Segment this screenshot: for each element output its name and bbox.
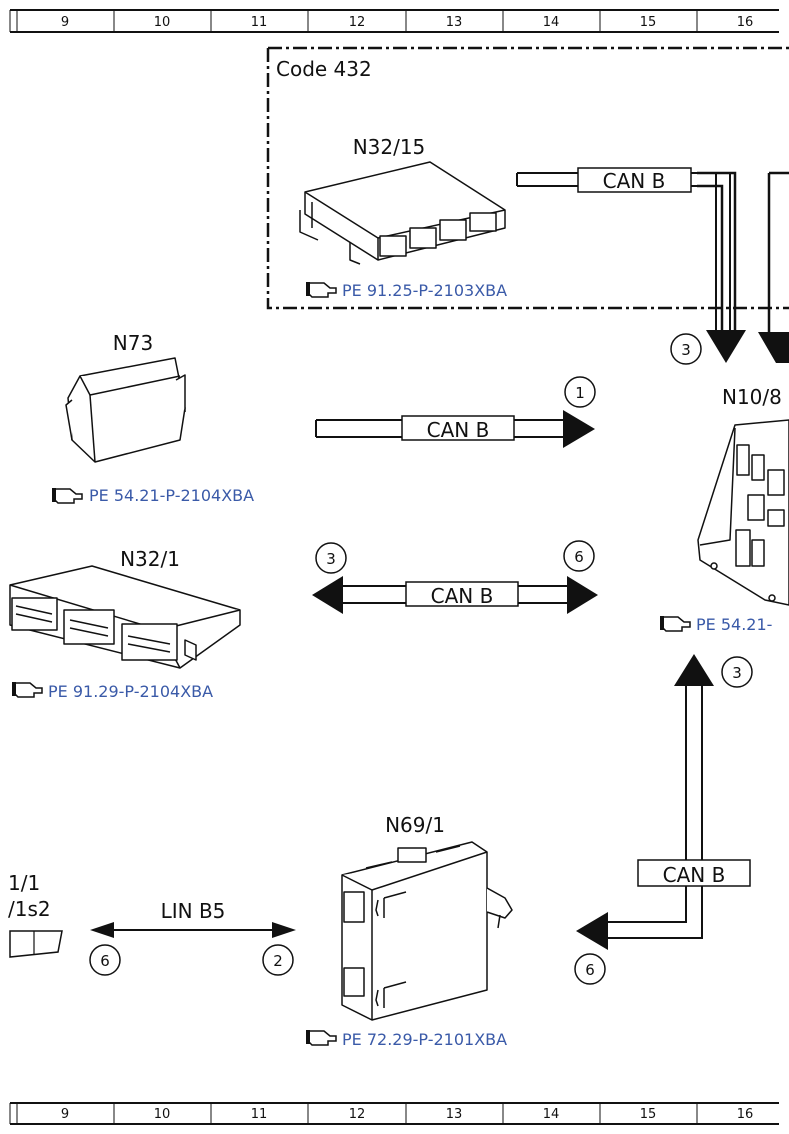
circle-top-right-num: 3 bbox=[681, 341, 691, 359]
ruler-top-15: 15 bbox=[640, 15, 657, 30]
can-top-arrow-down bbox=[706, 330, 746, 363]
n32-15-ref-icon bbox=[306, 282, 337, 298]
can-top-arrow-down-2 bbox=[758, 332, 789, 363]
can-n32-1-bus: CAN B 3 6 bbox=[312, 540, 598, 614]
ruler-top-10: 10 bbox=[154, 15, 171, 30]
code-432-box: Code 432 bbox=[266, 46, 789, 310]
n73-module: N73 PE 54.21-P-2104XBA bbox=[52, 331, 254, 505]
n73-ref[interactable]: PE 54.21-P-2104XBA bbox=[89, 486, 254, 505]
n10-module: N10/8 PE 54.21- bbox=[660, 385, 789, 634]
circle-n32-1-left-num: 3 bbox=[326, 550, 336, 568]
circle-vertical-up-num: 3 bbox=[732, 664, 742, 682]
ruler-bottom-15: 15 bbox=[640, 1107, 657, 1122]
left-partial-icon bbox=[9, 930, 63, 958]
ruler-top-16: 16 bbox=[737, 15, 754, 30]
n73-ref-icon bbox=[52, 488, 83, 504]
lin-arrow-left bbox=[90, 922, 114, 938]
n73-icon bbox=[65, 357, 186, 463]
n32-15-module: N32/15 PE 91.25-P-2103XBA bbox=[299, 135, 507, 300]
left-partial-line1: 1/1 bbox=[8, 871, 40, 895]
circle-vertical-up bbox=[721, 656, 753, 688]
bottom-ruler: 9 10 11 12 13 14 15 16 bbox=[9, 1102, 779, 1125]
can-n32-1-arrow-right bbox=[567, 576, 598, 614]
code-432-label: Code 432 bbox=[276, 57, 372, 81]
ruler-bottom-14: 14 bbox=[543, 1107, 560, 1122]
can-top-bus: CAN B 3 bbox=[516, 167, 789, 365]
n10-label: N10/8 bbox=[722, 385, 782, 409]
n32-1-ref-icon bbox=[12, 682, 43, 698]
n32-1-label: N32/1 bbox=[120, 547, 180, 571]
ruler-bottom-13: 13 bbox=[446, 1107, 463, 1122]
n73-label: N73 bbox=[113, 331, 153, 355]
ruler-top-9: 9 bbox=[61, 15, 69, 30]
left-partial-line2: /1s2 bbox=[8, 897, 51, 921]
n69-1-label: N69/1 bbox=[385, 813, 445, 837]
left-partial-component: 1/1 /1s2 bbox=[8, 871, 63, 958]
can-n73-bus: CAN B 1 bbox=[315, 376, 596, 448]
n69-1-module: N69/1 PE 72.29-P-2101XBA bbox=[306, 813, 513, 1049]
can-vertical-arrow-left bbox=[576, 912, 608, 950]
circle-n73-num: 1 bbox=[575, 384, 585, 402]
n32-1-ref[interactable]: PE 91.29-P-2104XBA bbox=[48, 682, 213, 701]
circle-lin-right bbox=[262, 944, 294, 976]
lin-bus: LIN B5 6 2 bbox=[89, 899, 296, 976]
n69-1-ref-icon bbox=[306, 1030, 337, 1046]
can-n32-1-label: CAN B bbox=[431, 584, 494, 608]
can-top-label: CAN B bbox=[603, 169, 666, 193]
n32-1-module: N32/1 PE 91.29-P-2104XBA bbox=[9, 547, 241, 701]
can-n73-label: CAN B bbox=[427, 418, 490, 442]
n69-1-icon bbox=[341, 841, 513, 1021]
ruler-bottom-12: 12 bbox=[349, 1107, 366, 1122]
circle-lin-right-num: 2 bbox=[273, 952, 283, 970]
can-vertical-label: CAN B bbox=[663, 863, 726, 887]
circle-n32-1-right bbox=[563, 540, 595, 572]
circle-n32-1-right-num: 6 bbox=[574, 548, 584, 566]
can-vertical-arrow-up bbox=[674, 654, 714, 686]
circle-n32-1-left bbox=[315, 542, 347, 574]
n10-ref-icon bbox=[660, 616, 691, 632]
n32-1-icon bbox=[9, 565, 241, 669]
circle-lin-left bbox=[89, 944, 121, 976]
can-n32-1-arrow-left bbox=[312, 576, 343, 614]
ruler-bottom-10: 10 bbox=[154, 1107, 171, 1122]
can-vertical-bus: CAN B 3 6 bbox=[574, 654, 753, 985]
can-n73-arrow bbox=[563, 410, 595, 448]
n10-icon bbox=[697, 419, 789, 606]
circle-lin-left-num: 6 bbox=[100, 952, 110, 970]
circle-vertical-bottom bbox=[574, 953, 606, 985]
circle-vertical-bottom-num: 6 bbox=[585, 961, 595, 979]
circle-n73 bbox=[564, 376, 596, 408]
circle-top-right bbox=[670, 333, 702, 365]
top-ruler: 9 10 11 12 13 14 15 16 bbox=[9, 9, 779, 33]
ruler-top-11: 11 bbox=[251, 15, 268, 30]
ruler-top-12: 12 bbox=[349, 15, 366, 30]
lin-label: LIN B5 bbox=[161, 899, 226, 923]
n32-15-icon bbox=[299, 161, 506, 265]
ruler-top-13: 13 bbox=[446, 15, 463, 30]
lin-arrow-right bbox=[272, 922, 296, 938]
ruler-bottom-11: 11 bbox=[251, 1107, 268, 1122]
n69-1-ref[interactable]: PE 72.29-P-2101XBA bbox=[342, 1030, 507, 1049]
ruler-top-14: 14 bbox=[543, 15, 560, 30]
n32-15-label: N32/15 bbox=[353, 135, 426, 159]
n10-ref[interactable]: PE 54.21- bbox=[696, 615, 772, 634]
n32-15-ref[interactable]: PE 91.25-P-2103XBA bbox=[342, 281, 507, 300]
ruler-bottom-9: 9 bbox=[61, 1107, 69, 1122]
ruler-bottom-16: 16 bbox=[737, 1107, 754, 1122]
